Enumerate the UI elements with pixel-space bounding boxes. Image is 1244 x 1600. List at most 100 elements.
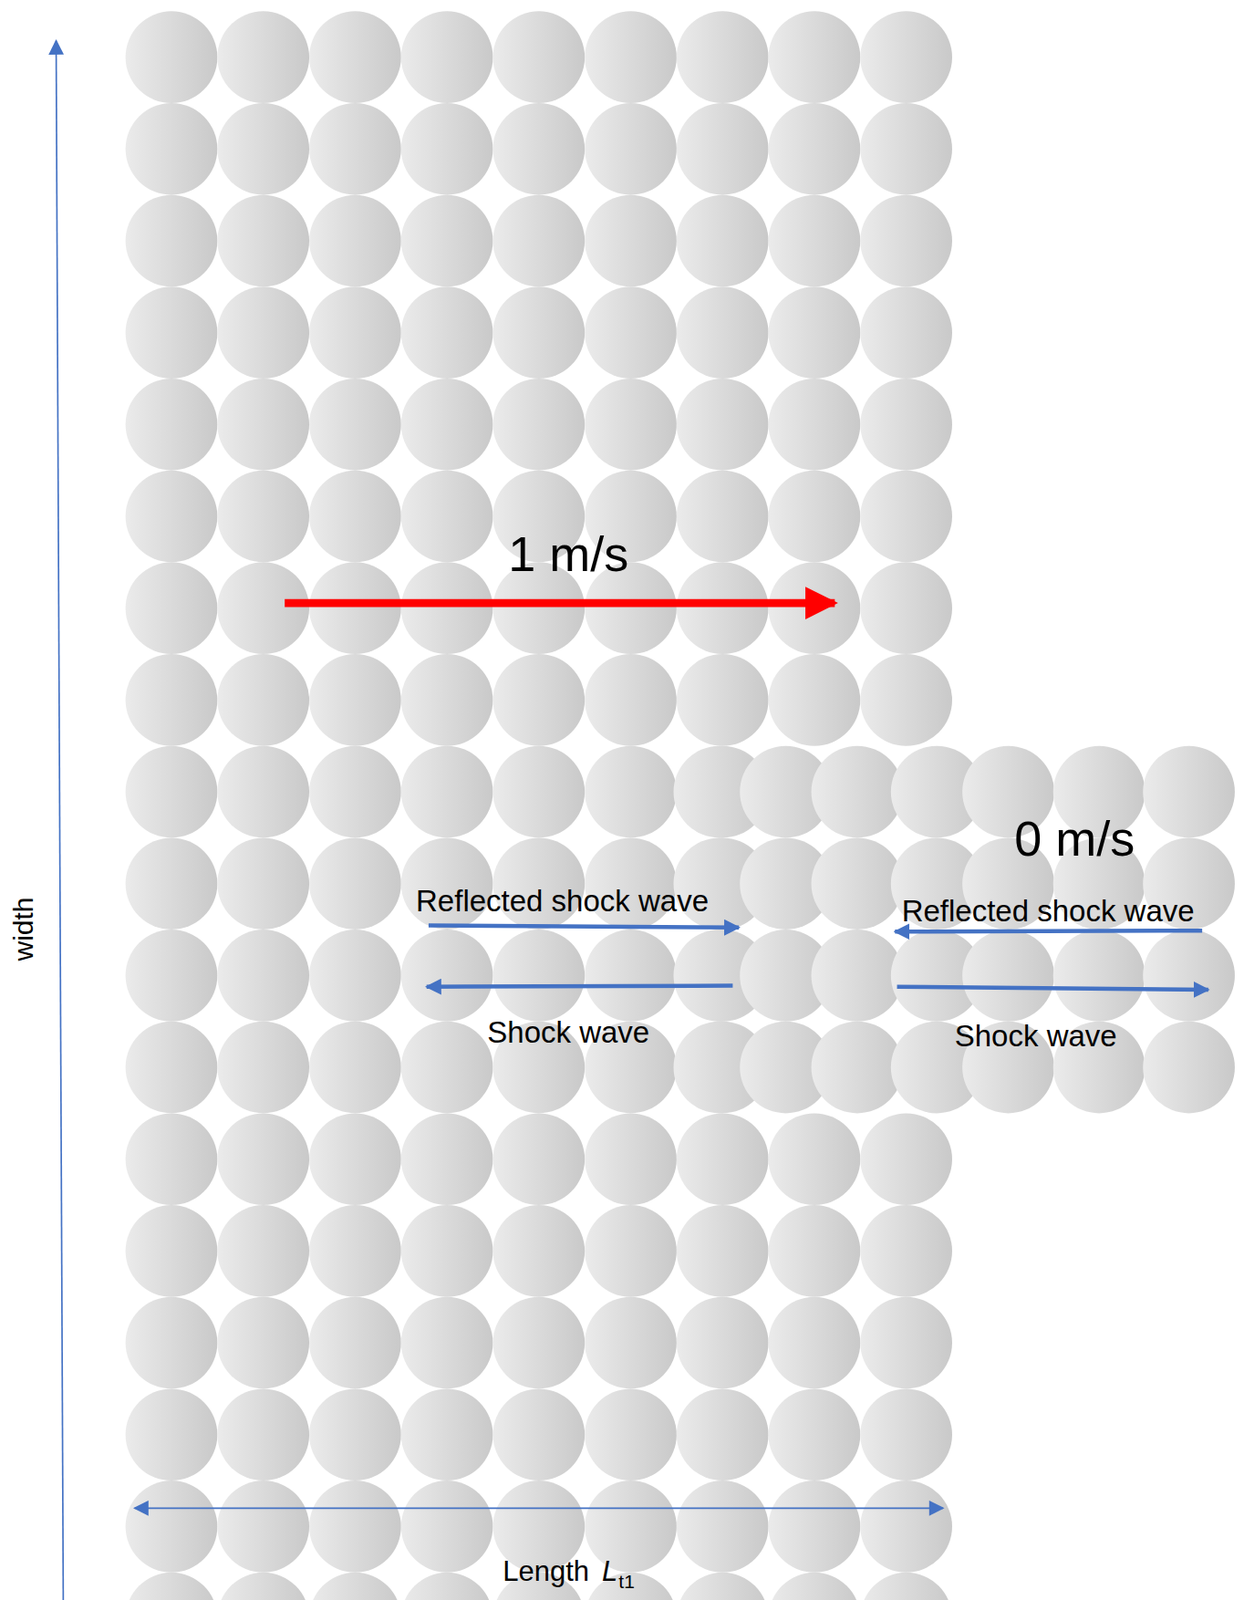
particle bbox=[584, 195, 677, 288]
particle bbox=[125, 1112, 218, 1205]
particle bbox=[676, 1388, 769, 1481]
particle bbox=[860, 10, 953, 104]
particle bbox=[676, 378, 769, 471]
particle bbox=[492, 195, 585, 288]
velocity-label: 1 m/s bbox=[507, 527, 629, 581]
particle bbox=[676, 195, 769, 288]
particle bbox=[401, 1296, 494, 1390]
particle bbox=[309, 929, 402, 1022]
particle bbox=[217, 10, 310, 104]
particle bbox=[125, 561, 218, 654]
particle bbox=[584, 653, 677, 747]
particle bbox=[125, 378, 218, 471]
particle bbox=[768, 470, 861, 563]
particle bbox=[217, 561, 310, 654]
particle bbox=[492, 103, 585, 196]
particle bbox=[860, 1480, 953, 1573]
dimension-symbol: L bbox=[601, 1555, 618, 1587]
particle bbox=[401, 653, 494, 747]
particle bbox=[860, 1296, 953, 1390]
particle bbox=[401, 1388, 494, 1481]
particle bbox=[217, 378, 310, 471]
particle bbox=[217, 1204, 310, 1297]
particle bbox=[584, 1204, 677, 1297]
particle bbox=[309, 1572, 402, 1600]
particle bbox=[309, 103, 402, 196]
wave-label: Reflected shock wave bbox=[901, 894, 1195, 928]
particle bbox=[309, 1021, 402, 1114]
particle bbox=[584, 1296, 677, 1390]
wave-arrow bbox=[894, 930, 1203, 932]
particle bbox=[492, 1296, 585, 1390]
particle bbox=[492, 1204, 585, 1297]
wave-label: Shock wave bbox=[487, 1015, 650, 1049]
particle bbox=[125, 10, 218, 104]
particle bbox=[125, 929, 218, 1022]
particle bbox=[768, 286, 861, 379]
particle bbox=[811, 837, 904, 930]
particle bbox=[217, 1572, 310, 1600]
particle bbox=[584, 378, 677, 471]
particle bbox=[860, 286, 953, 379]
particle bbox=[768, 1480, 861, 1573]
particle bbox=[401, 103, 494, 196]
particle bbox=[401, 286, 494, 379]
particle bbox=[125, 837, 218, 930]
particle bbox=[860, 653, 953, 747]
particle bbox=[125, 653, 218, 747]
particle bbox=[768, 378, 861, 471]
particle bbox=[309, 561, 402, 654]
particle bbox=[401, 746, 494, 839]
particle bbox=[492, 378, 585, 471]
particle-bed bbox=[125, 10, 1235, 1600]
particle bbox=[492, 653, 585, 747]
particle bbox=[401, 1112, 494, 1205]
particle bbox=[768, 1296, 861, 1390]
particle bbox=[584, 10, 677, 104]
width-axis bbox=[56, 41, 64, 1600]
particle bbox=[217, 195, 310, 288]
particle bbox=[676, 1480, 769, 1573]
particle bbox=[125, 195, 218, 288]
particle bbox=[401, 1572, 494, 1600]
particle bbox=[125, 1204, 218, 1297]
particle bbox=[860, 378, 953, 471]
particle bbox=[768, 1388, 861, 1481]
particle bbox=[768, 10, 861, 104]
particle bbox=[1142, 1021, 1235, 1114]
particle bbox=[584, 746, 677, 839]
particle bbox=[125, 1296, 218, 1390]
particle bbox=[676, 103, 769, 196]
particle bbox=[860, 561, 953, 654]
particle bbox=[962, 929, 1055, 1022]
particle bbox=[768, 561, 861, 654]
wave-label: Shock wave bbox=[954, 1019, 1118, 1053]
particle bbox=[676, 561, 769, 654]
particle bbox=[492, 746, 585, 839]
particle bbox=[309, 195, 402, 288]
particle bbox=[860, 195, 953, 288]
particle bbox=[217, 1480, 310, 1573]
particle bbox=[217, 1388, 310, 1481]
length-dimension bbox=[134, 1506, 944, 1509]
axis-label: width bbox=[7, 896, 38, 961]
particle bbox=[584, 103, 677, 196]
particle bbox=[217, 653, 310, 747]
particle bbox=[401, 195, 494, 288]
particle bbox=[217, 103, 310, 196]
particle bbox=[125, 1480, 218, 1573]
particle bbox=[676, 653, 769, 747]
particle bbox=[584, 1112, 677, 1205]
particle bbox=[125, 1572, 218, 1600]
particle bbox=[492, 1388, 585, 1481]
wave-arrow bbox=[426, 985, 734, 987]
particle bbox=[309, 1204, 402, 1297]
particle bbox=[768, 1204, 861, 1297]
particle bbox=[401, 561, 494, 654]
particle bbox=[768, 1112, 861, 1205]
particle bbox=[125, 1388, 218, 1481]
particle bbox=[492, 929, 585, 1022]
particle bbox=[309, 837, 402, 930]
particle bbox=[1142, 746, 1235, 839]
